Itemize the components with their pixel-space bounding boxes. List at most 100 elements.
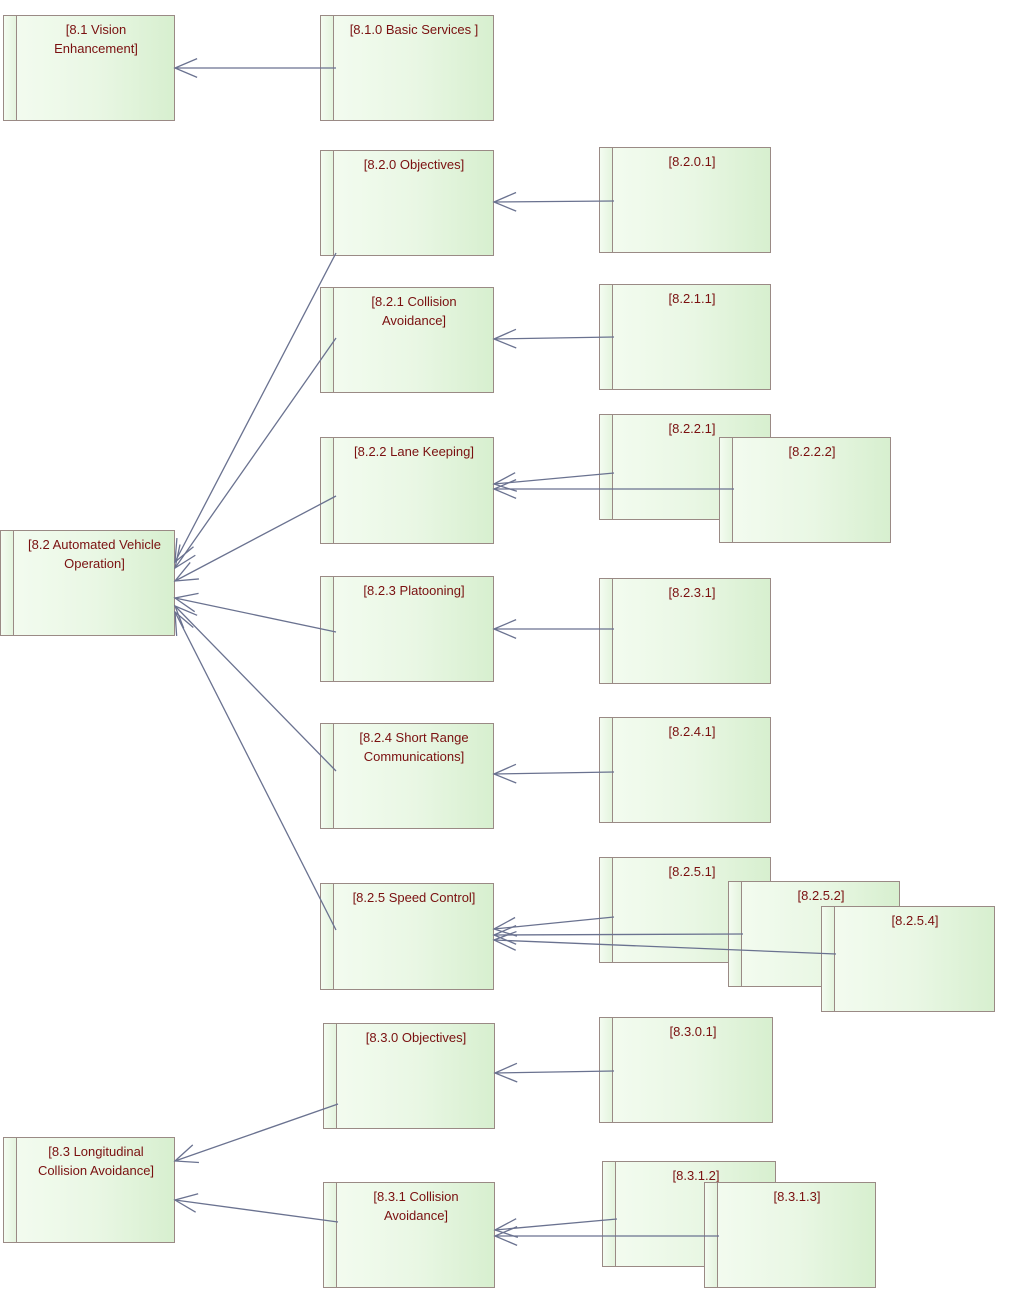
edge-8241-to-824 xyxy=(492,763,615,784)
node-stripe xyxy=(320,883,334,990)
requirement-node-810[interactable]: [8.1.0 Basic Services ] xyxy=(320,15,494,121)
node-stripe xyxy=(599,717,613,823)
node-label: [8.3.1.2] xyxy=(672,1168,720,1183)
node-stripe xyxy=(320,723,334,829)
node-label: [8.2 Automated Vehicle Operation] xyxy=(28,537,161,571)
requirement-node-82[interactable]: [8.2 Automated Vehicle Operation] xyxy=(0,530,175,636)
edge-830-to-83 xyxy=(173,1103,339,1164)
arrowhead xyxy=(492,763,517,784)
requirement-node-824[interactable]: [8.2.4 Short Range Communications] xyxy=(320,723,494,829)
requirement-node-820[interactable]: [8.2.0 Objectives] xyxy=(320,150,494,256)
node-stripe xyxy=(320,437,334,544)
arrowhead xyxy=(492,472,518,492)
node-label: [8.2.1.1] xyxy=(668,291,716,306)
node-label: [8.3.1 Collision Avoidance] xyxy=(373,1189,459,1223)
node-stripe xyxy=(323,1182,337,1288)
node-stripe xyxy=(323,1023,337,1129)
edge-825-to-82 xyxy=(174,610,337,931)
arrowhead xyxy=(493,1226,518,1246)
requirement-node-823[interactable]: [8.2.3 Platooning] xyxy=(320,576,494,682)
arrowhead xyxy=(173,1144,199,1164)
node-stripe xyxy=(602,1161,616,1267)
node-label: [8.2.2 Lane Keeping] xyxy=(354,444,474,459)
edge-831-to-83 xyxy=(173,1193,339,1223)
node-label: [8.3.1.3] xyxy=(773,1189,821,1204)
requirement-node-81[interactable]: [8.1 Vision Enhancement] xyxy=(3,15,175,121)
node-stripe xyxy=(719,437,733,543)
node-stripe xyxy=(3,1137,17,1243)
node-label: [8.2.0.1] xyxy=(668,154,716,169)
node-label: [8.2.5.1] xyxy=(668,864,716,879)
requirement-node-8254[interactable]: [8.2.5.4] xyxy=(821,906,995,1012)
edge-820-to-82 xyxy=(174,252,337,564)
arrowhead xyxy=(492,191,517,212)
arrowhead xyxy=(173,58,198,78)
requirement-node-830[interactable]: [8.3.0 Objectives] xyxy=(323,1023,495,1129)
arrowhead xyxy=(493,1218,519,1238)
node-stripe xyxy=(821,906,835,1012)
node-label: [8.2.2.1] xyxy=(668,421,716,436)
node-label: [8.2.3.1] xyxy=(668,585,716,600)
requirement-node-8211[interactable]: [8.2.1.1] xyxy=(599,284,771,390)
node-stripe xyxy=(599,578,613,684)
arrowhead xyxy=(493,1062,518,1083)
node-label: [8.3.0 Objectives] xyxy=(365,1030,467,1045)
node-label: [8.3 Longitudinal Collision Avoidance] xyxy=(37,1144,155,1178)
node-label: [8.2.0 Objectives] xyxy=(363,157,465,172)
edge-823-to-82 xyxy=(173,592,337,633)
arrowhead xyxy=(174,538,194,564)
node-label: [8.2.5.4] xyxy=(891,913,939,928)
arrowhead xyxy=(173,592,199,613)
requirement-node-821[interactable]: [8.2.1 Collision Avoidance] xyxy=(320,287,494,393)
requirement-node-8222[interactable]: [8.2.2.2] xyxy=(719,437,891,543)
requirement-node-831[interactable]: [8.3.1 Collision Avoidance] xyxy=(323,1182,495,1288)
edge-810-to-81 xyxy=(173,58,336,78)
edge-8221-to-822 xyxy=(492,472,615,492)
node-stripe xyxy=(599,147,613,253)
requirement-node-825[interactable]: [8.2.5 Speed Control] xyxy=(320,883,494,990)
node-stripe xyxy=(599,284,613,390)
arrowhead xyxy=(174,544,196,570)
node-label: [8.2.1 Collision Avoidance] xyxy=(371,294,457,328)
node-label: [8.2.2.2] xyxy=(788,444,836,459)
requirement-node-8241[interactable]: [8.2.4.1] xyxy=(599,717,771,823)
arrowhead xyxy=(174,610,194,636)
node-label: [8.2.3 Platooning] xyxy=(363,583,465,598)
arrowhead xyxy=(173,562,199,582)
arrowhead xyxy=(492,930,517,951)
node-stripe xyxy=(0,530,14,636)
arrowhead xyxy=(492,328,517,349)
node-stripe xyxy=(320,15,334,121)
requirement-node-8201[interactable]: [8.2.0.1] xyxy=(599,147,771,253)
edge-8211-to-821 xyxy=(492,328,615,349)
node-label: [8.2.5 Speed Control] xyxy=(352,890,476,905)
node-label: [8.1.0 Basic Services ] xyxy=(349,22,479,37)
edge-8201-to-820 xyxy=(492,191,615,212)
requirement-node-83[interactable]: [8.3 Longitudinal Collision Avoidance] xyxy=(3,1137,175,1243)
node-stripe xyxy=(3,15,17,121)
node-stripe xyxy=(599,1017,613,1123)
arrowhead xyxy=(492,619,517,639)
edge-8301-to-830 xyxy=(493,1062,615,1083)
arrowhead xyxy=(492,916,518,937)
edge-821-to-82 xyxy=(174,337,337,570)
node-stripe xyxy=(320,576,334,682)
requirement-node-8313[interactable]: [8.3.1.3] xyxy=(704,1182,876,1288)
arrowhead xyxy=(492,924,517,945)
arrowhead xyxy=(173,604,198,629)
edge-8251-to-825 xyxy=(492,916,615,937)
node-stripe xyxy=(704,1182,718,1288)
requirement-node-8301[interactable]: [8.3.0.1] xyxy=(599,1017,773,1123)
arrowhead xyxy=(173,1193,199,1213)
edge-8231-to-823 xyxy=(492,619,614,639)
requirement-node-822[interactable]: [8.2.2 Lane Keeping] xyxy=(320,437,494,544)
edge-8312-to-831 xyxy=(493,1218,618,1238)
node-stripe xyxy=(320,287,334,393)
requirement-node-8231[interactable]: [8.2.3.1] xyxy=(599,578,771,684)
node-stripe xyxy=(599,857,613,963)
node-label: [8.3.0.1] xyxy=(669,1024,717,1039)
node-label: [8.1 Vision Enhancement] xyxy=(54,22,138,56)
node-label: [8.2.5.2] xyxy=(797,888,845,903)
